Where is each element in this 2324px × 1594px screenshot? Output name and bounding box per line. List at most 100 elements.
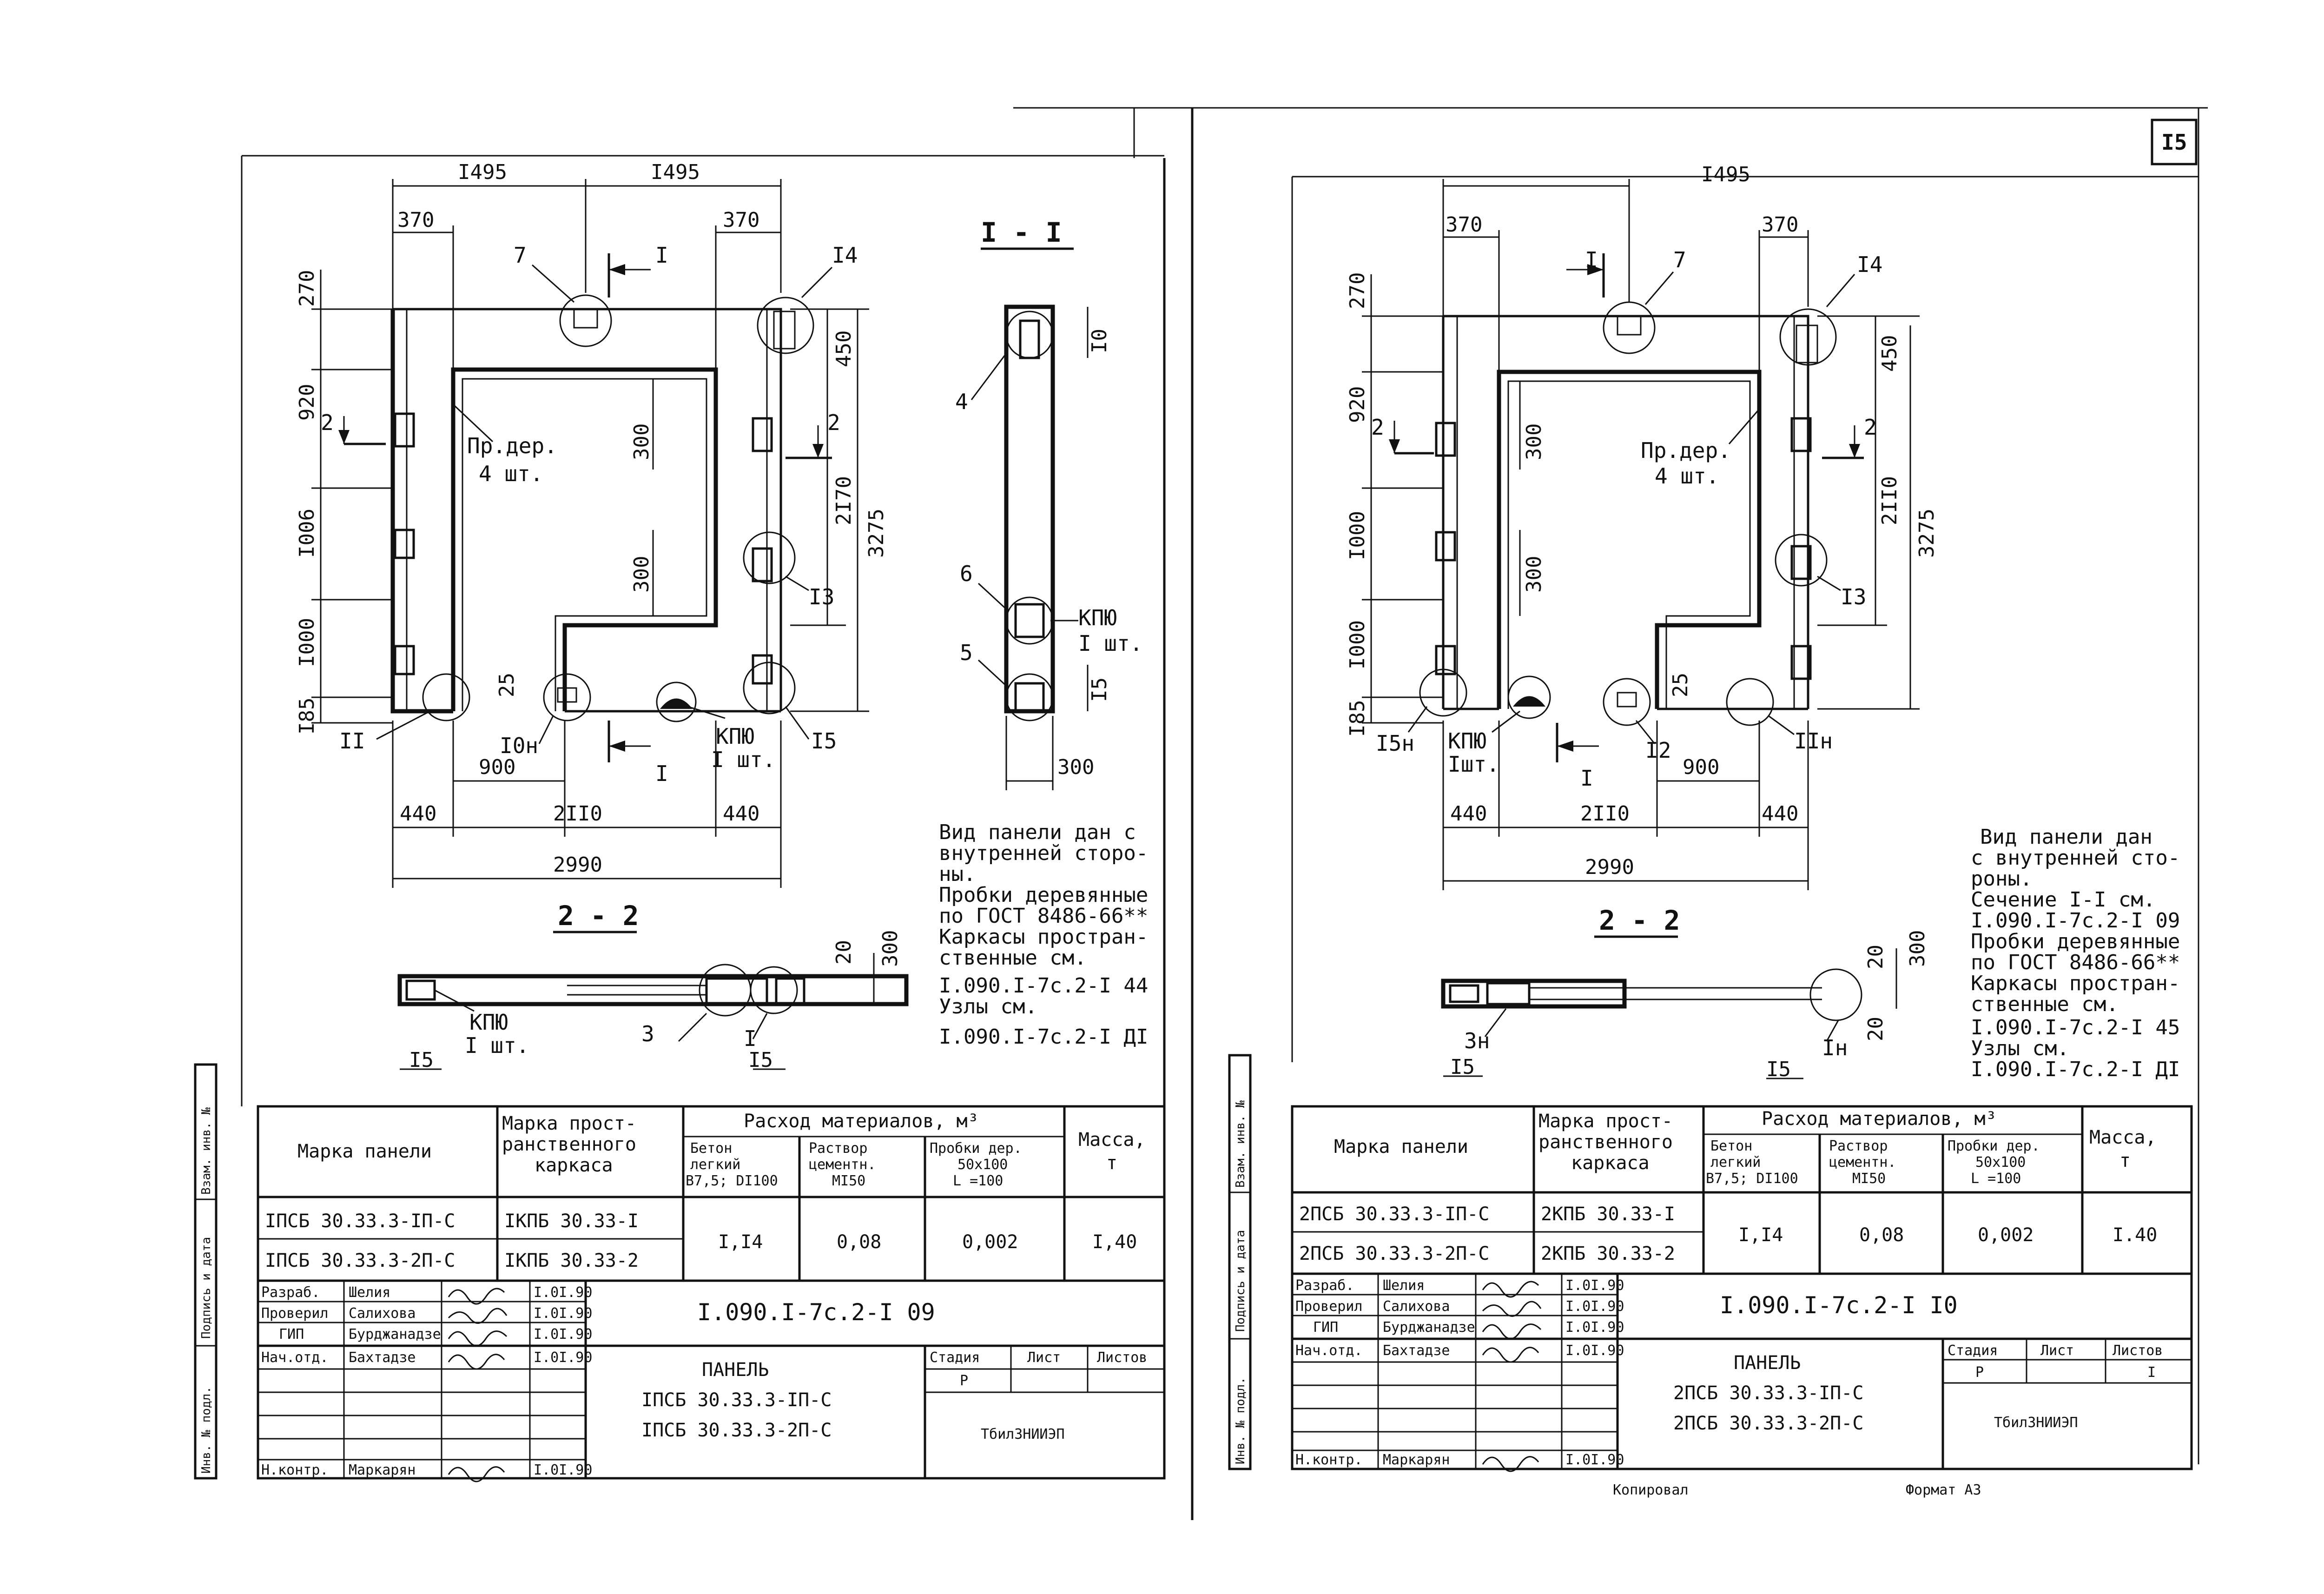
right-signature-6 xyxy=(1482,1456,1539,1472)
right-td-mark-1: 2ПСБ 30.33.3-2П-С xyxy=(1299,1243,1489,1264)
right-dim-right-2110: 2II0 xyxy=(1878,476,1901,525)
right-date-6: I.0I.90 xyxy=(1565,1452,1624,1468)
dim-right-2170: 2I70 xyxy=(832,476,856,525)
right-name-3: Бахтадзе xyxy=(1383,1343,1450,1359)
left-date-1: I.0I.90 xyxy=(534,1305,592,1322)
cut-1-top: I xyxy=(655,243,668,268)
left-panel-elevation xyxy=(338,253,832,762)
right-th-mass-2: т xyxy=(2119,1150,2131,1171)
right-signature-3 xyxy=(1482,1347,1539,1363)
right-org: ТбилЗНИИЭП xyxy=(1994,1415,2078,1431)
right-cut-1-bottom: I xyxy=(1580,766,1593,791)
right-th-probki-1: Пробки дер. xyxy=(1948,1138,2040,1154)
right-stamp-1: Подпись и дата xyxy=(1234,1230,1248,1332)
dim-bottom-440-a: 440 xyxy=(400,802,436,826)
right-dim-bottom-900: 900 xyxy=(1683,755,1719,779)
left-td-frame-0: IКПБ 30.33-I xyxy=(504,1210,639,1232)
right-note-5: Пробки деревянные xyxy=(1971,930,2180,953)
node-7: 7 xyxy=(514,243,527,268)
cut-1-bottom: I xyxy=(655,761,668,786)
kpyu-label: КПЮ xyxy=(716,724,754,749)
right-prober-qty: 4 шт. xyxy=(1655,463,1719,489)
left-title-0: ПАНЕЛЬ xyxy=(702,1359,769,1381)
right-note-10: Узлы см. xyxy=(1971,1037,2069,1060)
right-drawing-code: I.090.I-7с.2-I I0 xyxy=(1720,1292,1958,1319)
left-th-beton-1: Бетон xyxy=(690,1140,732,1157)
right-dim-top-1495: I495 xyxy=(1701,163,1750,186)
left-stamp-1: Подпись и дата xyxy=(199,1237,213,1339)
right-section-2-dim-300: 300 xyxy=(1906,930,1929,967)
dim-left-1000: I000 xyxy=(295,618,319,667)
left-role-3: Нач.отд. xyxy=(261,1349,329,1366)
right-th-beton-3: В7,5; DI100 xyxy=(1706,1171,1798,1187)
right-dim-bottom-2110: 2II0 xyxy=(1580,802,1630,826)
left-th-materials: Расход материалов, м³ xyxy=(744,1111,979,1132)
right-section-2-dim-20-a: 20 xyxy=(1864,945,1888,969)
left-signature-3 xyxy=(448,1354,505,1370)
left-node-labels: 7 I4 I3 I5 II I0н I I 2 2 Пр.дер. 4 шт. … xyxy=(321,243,858,786)
left-note-6: ственные см. xyxy=(939,946,1087,970)
left-materials-table: Марка панели Марка прост- ранственного к… xyxy=(257,1105,1166,1282)
dim-inner-25: 25 xyxy=(495,673,519,697)
right-td-probki: 0,002 xyxy=(1978,1224,2034,1246)
right-date-0: I.0I.90 xyxy=(1565,1277,1624,1294)
right-cut-1-top: I xyxy=(1585,247,1598,272)
left-td-mark-0: IПСБ 30.33.3-IП-С xyxy=(265,1210,455,1232)
dim-right-450: 450 xyxy=(832,331,856,367)
right-node-labels: 7 I4 I3 I2 IIн I5н I I 2 2 Пр.дер. 4 шт.… xyxy=(1371,247,1882,791)
left-stamp-2: Взам. инв. № xyxy=(199,1107,213,1195)
right-kpyu-qty: Iшт. xyxy=(1448,752,1499,777)
dim-right-3275: 3275 xyxy=(865,509,888,558)
left-signature-0 xyxy=(448,1288,505,1305)
right-note-2: роны. xyxy=(1971,867,2032,891)
left-notes: Вид панели дан с внутренней сторо- ны. П… xyxy=(939,820,1148,1049)
right-th-mass-1: Масса, xyxy=(2089,1127,2157,1148)
right-stage-header: Стадия xyxy=(1948,1343,1998,1359)
dim-bottom-440-b: 440 xyxy=(723,802,759,826)
right-td-mark-0: 2ПСБ 30.33.3-IП-С xyxy=(1299,1204,1489,1225)
right-node-13: I3 xyxy=(1841,584,1866,609)
dim-bottom-900: 900 xyxy=(479,755,515,779)
section-2-kpyu: КПЮ xyxy=(469,1010,508,1035)
dim-bottom-2990: 2990 xyxy=(553,853,602,877)
left-note-4: по ГОСТ 8486-66** xyxy=(939,904,1148,928)
right-materials-table: Марка панели Марка прост- ранственного к… xyxy=(1291,1105,2193,1275)
footer-copied: Копировал xyxy=(1613,1482,1689,1498)
right-dim-inner-300-b: 300 xyxy=(1522,556,1546,593)
right-dim-top-370-left: 370 xyxy=(1446,213,1482,237)
dim-left-185: I85 xyxy=(295,698,319,734)
node-13: I3 xyxy=(809,584,834,609)
right-th-mark: Марка панели xyxy=(1334,1136,1468,1157)
right-role-0: Разраб. xyxy=(1295,1277,1354,1294)
left-th-mark: Марка панели xyxy=(297,1141,432,1162)
right-dim-left-270: 270 xyxy=(1346,272,1369,309)
left-date-6: I.0I.90 xyxy=(534,1462,592,1478)
left-title-block: Разраб. Проверил ГИП Нач.отд. Н.контр. Ш… xyxy=(194,1063,1166,1482)
cut-2-left: 2 xyxy=(321,410,334,435)
right-section-2-node-3: 3н xyxy=(1464,1028,1490,1053)
left-note-0: Вид панели дан с xyxy=(939,820,1136,844)
right-th-probki-3: L =100 xyxy=(1971,1171,2021,1187)
left-th-rastvor-3: МI50 xyxy=(832,1173,865,1189)
right-node-14: I4 xyxy=(1857,252,1882,277)
left-section-2-2: 2 - 2 3 I КПЮ I шт. 20 300 I5 I5 xyxy=(397,900,909,1072)
left-th-mass-2: т xyxy=(1106,1152,1117,1174)
right-th-frame-1: Марка прост- xyxy=(1538,1111,1673,1132)
right-node-15: I5н xyxy=(1376,731,1414,756)
left-signature-2 xyxy=(448,1330,508,1347)
right-note-7: Каркасы простран- xyxy=(1971,972,2180,995)
section-1-node-4: 4 xyxy=(955,389,968,414)
right-th-rastvor-3: МI50 xyxy=(1852,1171,1886,1187)
right-note-9: I.090.I-7с.2-I 45 xyxy=(1971,1016,2180,1039)
sheet-frame: I5 xyxy=(241,107,2208,1520)
right-th-rastvor-2: цементн. xyxy=(1829,1154,1896,1171)
right-dim-bottom-2990: 2990 xyxy=(1585,855,1634,879)
dim-bottom-2110: 2II0 xyxy=(553,802,602,826)
right-name-1: Салихова xyxy=(1383,1298,1450,1315)
right-signature-0 xyxy=(1482,1281,1539,1298)
node-14: I4 xyxy=(832,243,858,268)
left-role-2: ГИП xyxy=(279,1326,304,1343)
left-signature-1 xyxy=(448,1308,508,1324)
left-note-9: I.090.I-7с.2-I ДI xyxy=(939,1025,1148,1049)
right-dim-inner-300-a: 300 xyxy=(1522,423,1546,460)
